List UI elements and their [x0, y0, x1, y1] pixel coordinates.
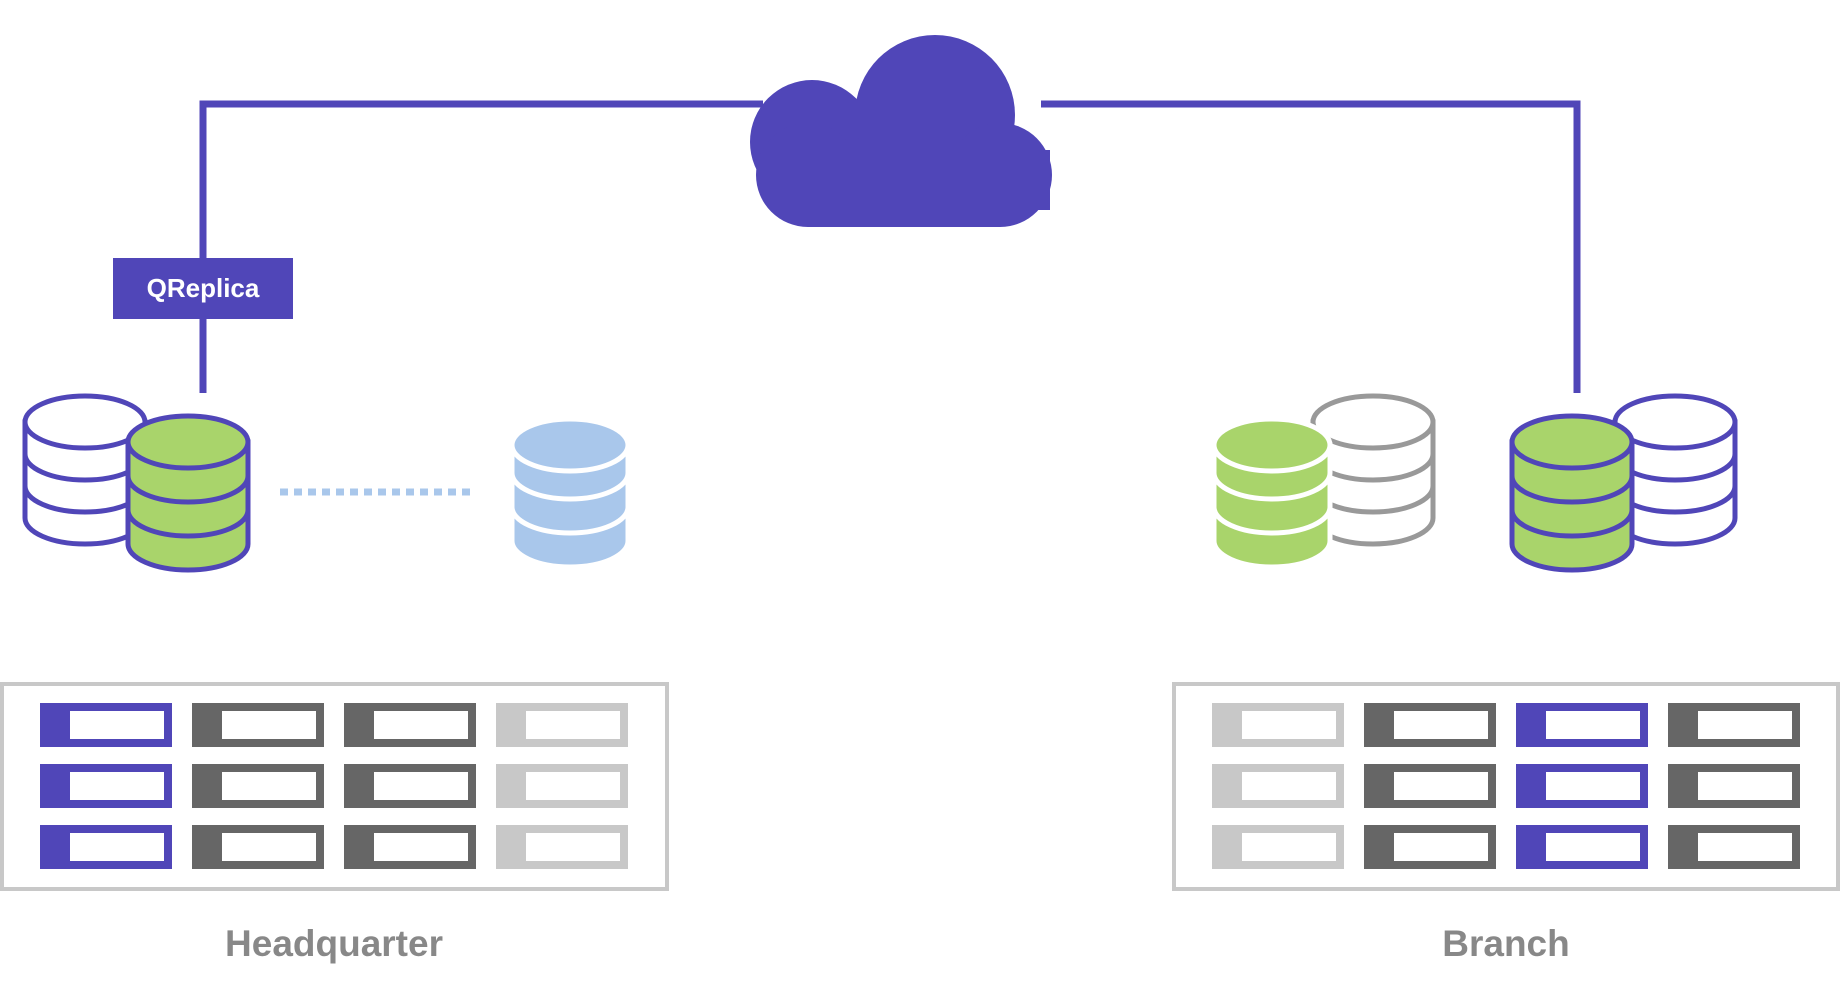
site-label-branch: Branch: [1442, 923, 1569, 964]
database-top: [1310, 393, 1436, 451]
drive-bay-icon: [40, 764, 172, 808]
database-top: [509, 416, 631, 474]
backup-database-icon: [509, 416, 631, 570]
hq-nas-unit: [0, 682, 669, 891]
drive-bay-icon: [344, 825, 476, 869]
database-body: [125, 439, 251, 573]
drive-bay-icon: [344, 703, 476, 747]
drive-bay-icon: [1212, 764, 1344, 808]
drive-bay-icon: [1212, 703, 1344, 747]
hq-database-back-icon: [22, 393, 148, 547]
database-body: [1509, 439, 1635, 573]
drive-bay-icon: [1668, 764, 1800, 808]
drive-bay-icon: [1516, 703, 1648, 747]
drive-bay-icon: [1516, 825, 1648, 869]
drive-bay-icon: [496, 825, 628, 869]
drive-bay-icon: [344, 764, 476, 808]
drive-bay-icon: [192, 764, 324, 808]
cloud-icon: [750, 35, 1052, 227]
drive-bay-icon: [192, 825, 324, 869]
database-separator: [125, 509, 251, 539]
site-label-headquarter: Headquarter: [225, 923, 443, 964]
hq-cloud-link: [199, 100, 763, 393]
branch-database-green-icon: [1211, 416, 1333, 570]
database-separator: [1509, 509, 1635, 539]
database-separator: [125, 475, 251, 505]
branch-cloud-link: [1041, 100, 1581, 393]
drive-bay-icon: [40, 703, 172, 747]
branch-database-right-back-icon: [1612, 393, 1738, 547]
drive-bay-icon: [496, 764, 628, 808]
branch-database-gray-icon: [1310, 393, 1436, 547]
hq-database-front-icon: [125, 413, 251, 573]
database-top: [1509, 413, 1635, 471]
drive-bay-icon: [1212, 825, 1344, 869]
qreplica-tag: QReplica: [113, 258, 293, 319]
drive-bay-icon: [1668, 703, 1800, 747]
drive-bay-icon: [1364, 764, 1496, 808]
drive-bay-icon: [1668, 825, 1800, 869]
drive-bay-icon: [192, 703, 324, 747]
qreplica-label: QReplica: [147, 273, 260, 303]
drive-bay-icon: [1516, 764, 1648, 808]
database-separator: [1509, 475, 1635, 505]
drive-bay-icon: [1364, 825, 1496, 869]
drive-bay-icon: [496, 703, 628, 747]
database-top: [125, 413, 251, 471]
database-top: [1211, 416, 1333, 474]
drive-bay-icon: [1364, 703, 1496, 747]
branch-nas-unit: [1172, 682, 1840, 891]
drive-bay-icon: [40, 825, 172, 869]
branch-database-right-front-icon: [1509, 413, 1635, 573]
